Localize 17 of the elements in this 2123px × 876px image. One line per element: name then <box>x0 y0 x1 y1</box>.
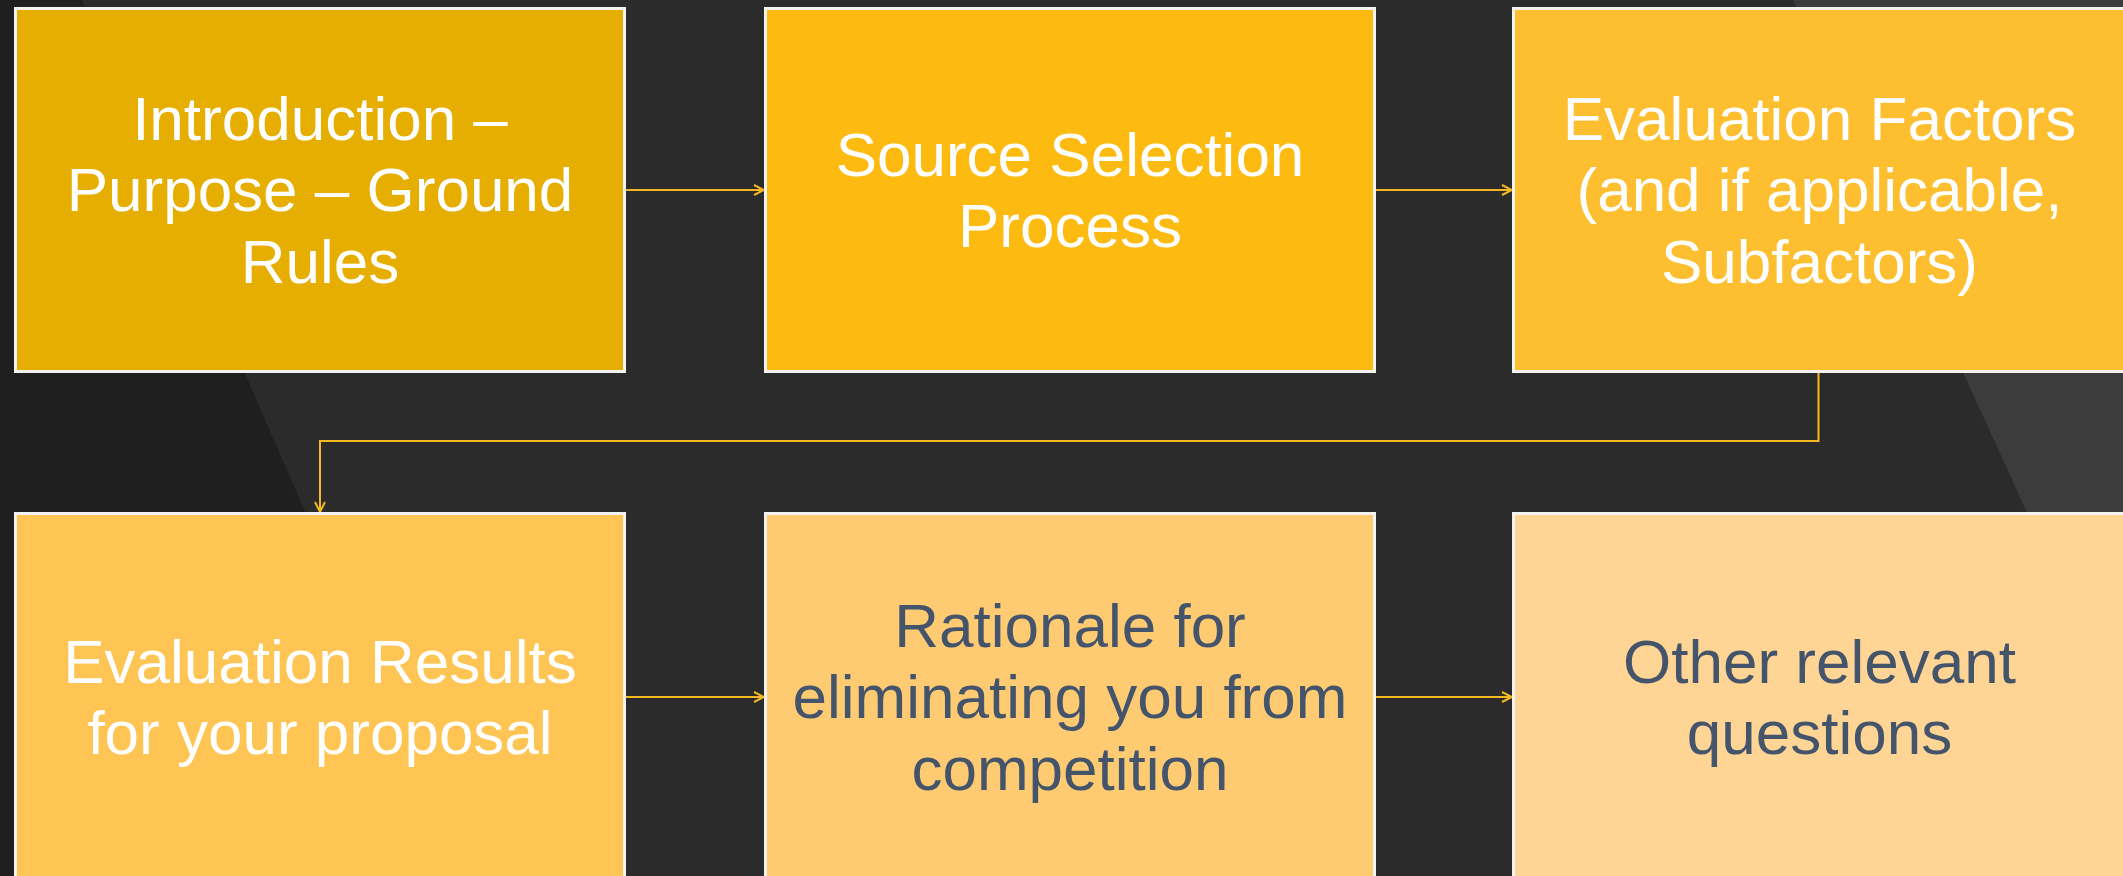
arrow <box>314 372 1820 513</box>
box-label: Evaluation Factors (and if applicable, Subfactors) <box>1561 83 2078 297</box>
process-box <box>764 512 1376 876</box>
process-box <box>1512 7 2123 373</box>
box-label: Evaluation Results for your proposal <box>62 625 578 769</box>
arrow <box>625 184 765 196</box>
arrow <box>625 691 765 703</box>
arrow <box>1375 691 1513 703</box>
process-box <box>14 512 626 876</box>
process-box <box>14 7 626 373</box>
arrow <box>1375 184 1513 196</box>
box-label: Source Selection Process <box>834 118 1306 262</box>
process-box <box>1512 512 2123 876</box>
box-label: Rationale for eliminating you from competition <box>791 590 1349 804</box>
box-label: Other relevant questions <box>1622 625 2017 769</box>
box-label: Introduction – Purpose – Ground Rules <box>65 83 575 297</box>
process-box <box>764 7 1376 373</box>
